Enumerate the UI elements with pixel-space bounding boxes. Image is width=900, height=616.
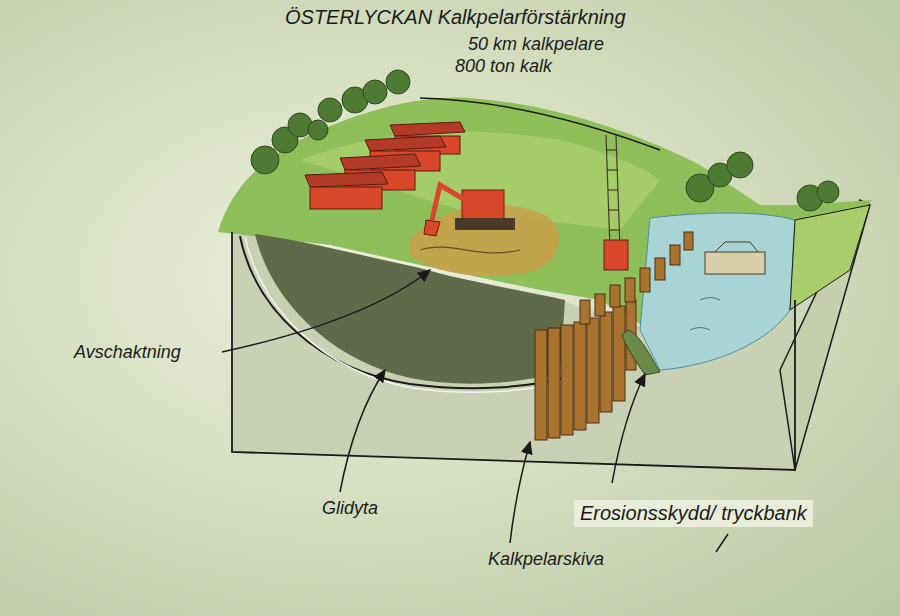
annotation-label: 800 ton kalk bbox=[455, 56, 552, 77]
annotation-label: Kalkpelarskiva bbox=[488, 549, 604, 570]
annotation-label: 50 km kalkpelare bbox=[468, 34, 604, 55]
annotation-label: Glidyta bbox=[322, 498, 378, 519]
annotation-label: Erosionsskydd/ tryckbank bbox=[574, 500, 813, 527]
annotation-label: Avschaktning bbox=[74, 342, 181, 363]
diagram-title: ÖSTERLYCKAN Kalkpelarförstärkning bbox=[285, 6, 626, 29]
